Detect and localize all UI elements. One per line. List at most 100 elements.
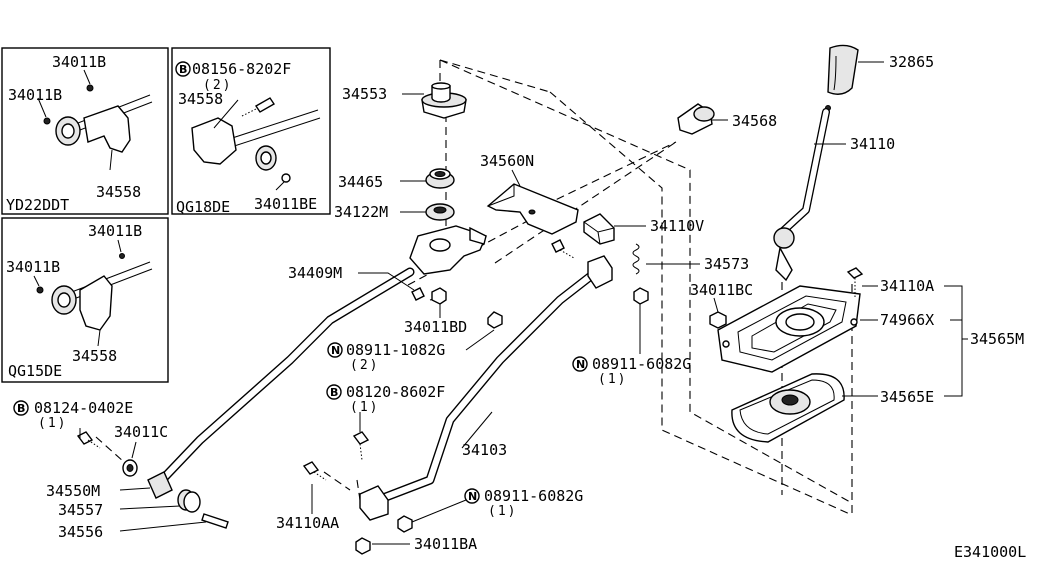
inset-qg15de-frame	[1, 217, 169, 383]
label-34011c: 34011C	[114, 423, 168, 441]
inset-qg18de-frame	[171, 47, 331, 215]
nut-badge-6082g-b	[464, 488, 480, 504]
inset-qg18de-label-34558: 34558	[178, 90, 223, 108]
svg-text:N: N	[576, 358, 585, 371]
nut-badge-1082g	[327, 342, 343, 358]
inset-yd22ddt-bracket	[83, 105, 131, 153]
label-34565e: 34565E	[880, 388, 934, 406]
label-34550m: 34550M	[46, 482, 100, 500]
part-08911-1082g-nut	[487, 311, 503, 329]
label-32865: 32865	[889, 53, 934, 71]
part-34110a-bolt	[846, 267, 864, 298]
inset-qg15de: 34011B 34011B 34558 QG15DE	[1, 217, 169, 383]
label-08124-0402e: 08124-0402E	[34, 399, 133, 417]
inset-yd22ddt-title: YD22DDT	[6, 196, 69, 214]
label-08911-1082g-qty: (2)	[350, 358, 379, 373]
inset-qg18de-nut	[281, 173, 291, 183]
part-34568-cap	[677, 103, 715, 135]
part-32865-knob	[825, 44, 859, 111]
label-08911-6082g-a-qty: (1)	[598, 372, 627, 387]
label-34103: 34103	[462, 441, 507, 459]
part-labels: 32865 34110 34568 34553 34465 34122M 345…	[13, 53, 1026, 561]
label-34556: 34556	[58, 523, 103, 541]
inset-yd22ddt-label-34558: 34558	[96, 183, 141, 201]
part-34556-pin	[201, 513, 229, 529]
inset-qg18de-bolt	[255, 97, 275, 113]
label-34465: 34465	[338, 173, 383, 191]
svg-text:N: N	[468, 490, 477, 503]
part-34011c-washer	[122, 459, 138, 477]
part-34560n-bracket	[486, 183, 579, 235]
part-08124-bolt	[76, 431, 101, 449]
inset-qg15de-label-34558: 34558	[72, 347, 117, 365]
label-34011bd: 34011BD	[404, 318, 467, 336]
part-34110aa-bolt	[302, 461, 327, 481]
part-34122m-bushing	[425, 203, 455, 221]
inset-qg15de-bracket	[79, 275, 113, 331]
inset-qg15de-label-34011b-left: 34011B	[6, 258, 60, 276]
part-74966x-gasket	[717, 285, 861, 373]
svg-text:B: B	[330, 386, 338, 399]
inset-qg15de-label-34011b-top: 34011B	[88, 222, 142, 240]
label-34568: 34568	[732, 112, 777, 130]
label-34565m: 34565M	[970, 330, 1024, 348]
part-08911-6082g-nut-b	[397, 515, 413, 533]
inset-qg18de-label-08156: 08156-8202F	[192, 60, 291, 78]
inset-qg18de-bracket	[191, 117, 237, 165]
diagram-code: E341000L	[954, 543, 1026, 561]
label-34553: 34553	[342, 85, 387, 103]
inset-qg15de-title: QG15DE	[8, 362, 62, 380]
label-34122m: 34122M	[334, 203, 388, 221]
inset-qg18de-rod	[219, 109, 321, 151]
part-34409m-lever	[409, 225, 487, 275]
label-08120-8602f: 08120-8602F	[346, 383, 445, 401]
inset-qg18de: B 08156-8202F (2) 34558 34011BE QG18DE	[171, 47, 331, 216]
inset-qg18de-label-08156-qty: (2)	[203, 78, 232, 93]
inset-qg18de-label-34011be: 34011BE	[254, 195, 317, 213]
part-34553-mount	[421, 82, 467, 119]
part-34011ba-nut	[355, 537, 371, 555]
inset-qg15de-bolt-left	[36, 286, 44, 294]
label-34557: 34557	[58, 501, 103, 519]
part-34110-shift-lever	[773, 108, 830, 282]
label-34110a: 34110A	[880, 277, 934, 295]
label-34573: 34573	[704, 255, 749, 273]
label-34560n: 34560N	[480, 152, 534, 170]
inset-yd22ddt-bolt-top	[86, 84, 94, 92]
inset-qg15de-bolt-top	[119, 253, 125, 259]
part-34011bc-nut	[709, 311, 727, 329]
label-08911-6082g-a: 08911-6082G	[592, 355, 691, 373]
label-34409m: 34409M	[288, 264, 342, 282]
inset-qg18de-title: QG18DE	[176, 198, 230, 216]
inset-yd22ddt-label-34011b-top: 34011B	[52, 53, 106, 71]
inset-yd22ddt: 34011B 34011B 34558 YD22DDT	[1, 47, 169, 215]
part-08911-6082g-nut-a	[633, 287, 649, 305]
bolt-badge-08120	[326, 384, 342, 400]
label-34011ba: 34011BA	[414, 535, 477, 553]
svg-text:B: B	[17, 402, 25, 415]
part-34110v-block	[583, 213, 615, 245]
svg-text:N: N	[331, 344, 340, 357]
label-34110: 34110	[850, 135, 895, 153]
part-08120-bolt	[352, 431, 370, 461]
svg-text:B: B	[179, 63, 187, 76]
label-34110aa: 34110AA	[276, 514, 339, 532]
label-08911-6082g-b: 08911-6082G	[484, 487, 583, 505]
label-34011bc: 34011BC	[690, 281, 753, 299]
inset-yd22ddt-frame	[1, 47, 169, 215]
part-34103-support-rod	[359, 255, 613, 521]
inset-yd22ddt-bolt-left	[43, 117, 51, 125]
part-34011bd-nut	[431, 287, 447, 305]
part-34573-spring	[632, 243, 640, 275]
label-08120-8602f-qty: (1)	[350, 400, 379, 415]
part-bolt-center	[411, 239, 575, 301]
part-34550m-control-rod	[147, 267, 415, 499]
label-08124-0402e-qty: (1)	[38, 416, 67, 431]
inset-qg18de-bolt-badge	[175, 61, 191, 77]
label-08911-1082g: 08911-1082G	[346, 341, 445, 359]
label-74966x: 74966X	[880, 311, 934, 329]
inset-yd22ddt-label-34011b-left: 34011B	[8, 86, 62, 104]
nut-badge-6082g-a	[572, 356, 588, 372]
label-34110v: 34110V	[650, 217, 704, 235]
